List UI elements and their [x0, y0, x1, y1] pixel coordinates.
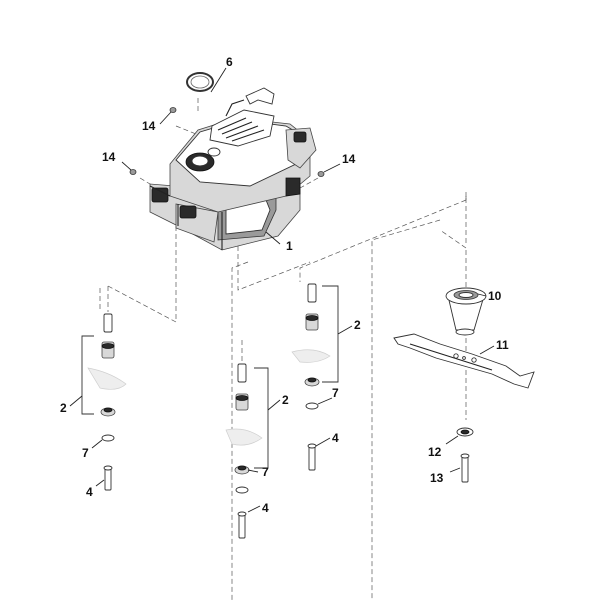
engine-assembly [149, 87, 317, 251]
callout-labels: 6 14 14 14 1 2 2 2 7 7 7 4 4 4 10 11 12 … [60, 55, 509, 515]
callout-6: 6 [226, 55, 233, 69]
callout-2-left: 2 [60, 401, 67, 415]
mount-set-center [225, 363, 269, 539]
callout-7-center: 7 [262, 465, 269, 479]
callout-10: 10 [488, 289, 502, 303]
nut-left [129, 169, 137, 175]
blade-bolt [460, 453, 470, 483]
callout-14-left: 14 [102, 150, 116, 164]
callout-14-top: 14 [142, 119, 156, 133]
callout-4-right: 4 [332, 431, 339, 445]
nut-top [169, 107, 177, 113]
callout-4-left: 4 [86, 485, 93, 499]
callout-2-right: 2 [354, 318, 361, 332]
callout-7-right: 7 [332, 386, 339, 400]
callout-4-center: 4 [262, 501, 269, 515]
vent-slots [217, 117, 265, 142]
callout-2-center: 2 [282, 393, 289, 407]
callout-14-right: 14 [342, 152, 356, 166]
blade-washer [456, 427, 474, 437]
mount-set-right [291, 283, 339, 471]
mower-blade [393, 333, 535, 389]
blade-adapter [445, 287, 487, 336]
leader-lines [69, 67, 495, 513]
callout-12: 12 [428, 445, 442, 459]
gasket-ring [186, 72, 214, 92]
callout-11: 11 [496, 338, 509, 352]
mount-set-left [81, 313, 127, 491]
callout-1: 1 [286, 239, 293, 253]
callout-7-left: 7 [82, 446, 89, 460]
callout-13: 13 [430, 471, 444, 485]
nut-right [317, 171, 325, 177]
